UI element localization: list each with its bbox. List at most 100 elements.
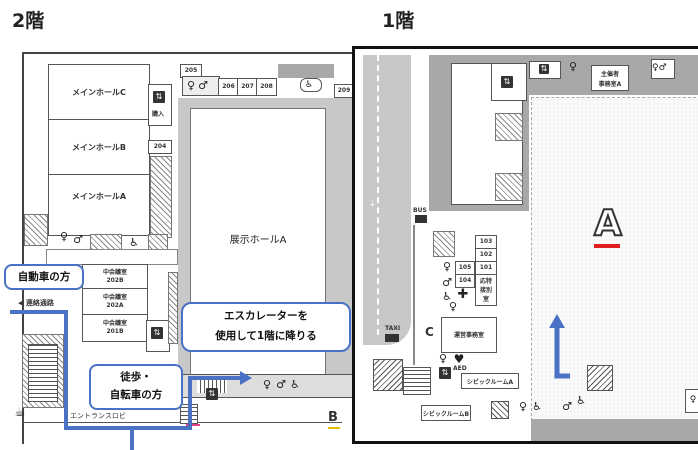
organizer-office-top: 主催者 [600,71,619,78]
hatch-1f-mid [433,231,455,257]
main-hall-c-label: メインホールC [72,88,126,97]
operations-office-label: 運営事務室 [453,332,484,339]
room-104-label: 104 [458,277,472,284]
restroom-icon: ♀ [262,378,272,391]
restroom-se: ♀ [685,389,698,413]
room-207-label: 207 [241,83,254,90]
special-reception-room[interactable]: 応特 接別 室 [475,274,497,306]
escalator-callout: エスカレーターを 使用して1階に降りる [181,302,351,352]
passage-label: ◀ 連絡通路 [18,299,54,307]
roadway [363,55,411,345]
restroom-icon: ♀ [59,230,69,243]
room-103[interactable]: 103 [475,235,497,249]
escalator-callout-line2: 使用して1階に降りる [215,330,317,342]
room-208[interactable]: 208 [256,78,277,96]
route-lines-1f [549,314,570,379]
restroom-icon: ♀ [448,300,458,313]
aed-label: AED [453,365,467,372]
wheelchair-icon: ♿ [576,394,586,407]
entrance-lobby-label: エントランスロビ [70,412,126,420]
civic-room-a[interactable]: シビックルームA [461,373,519,389]
room-206-label: 206 [222,83,235,90]
civic-room-b-label: シビックルームB [422,411,470,418]
restroom-icon: ♂ [73,233,83,246]
walk-callout-line1: 徒歩・ [120,371,152,383]
operations-office[interactable]: 運営事務室 [441,317,497,353]
restroom-icon: ♂ [198,79,208,92]
walk-callout-line2: 自転車の方 [109,389,163,401]
car-callout-text: 自動車の方 [17,271,71,283]
meeting-201b-top: 中会議室 [102,320,127,327]
room-105-label: 105 [458,264,472,271]
elevator-label: 購入 [152,111,165,118]
escalator-1f [373,359,403,391]
cafe-icon: ☕ [14,405,26,419]
meeting-202b-top: 中会議室 [102,269,127,276]
meeting-room-202b[interactable]: 中会議室 202B [82,264,148,290]
meeting-202b-label: 202B [106,277,124,284]
c-marker: C [425,325,434,339]
room-103-label: 103 [479,238,493,245]
hall-a-marker [594,244,620,248]
room-204[interactable]: 204 [148,140,172,154]
escalator-1f-arrival [587,365,613,391]
organizer-office-label: 事務室A [598,81,622,88]
hatch-narrow [168,272,178,344]
hall-a-letter: A [593,203,623,244]
meeting-201b-label: 201B [106,328,124,335]
first-aid-icon: ✚ [457,287,469,302]
elevator-icon: ⇅ [501,76,513,88]
stair-south [491,401,509,419]
wheelchair-icon: ♿ [129,236,139,249]
room-104[interactable]: 104 [455,274,475,288]
main-hall-a[interactable]: メインホールA [48,174,150,236]
wheelchair-icon: ♿ [442,290,452,303]
restroom-icon: ♂ [276,378,286,391]
civic-room-a-label: シビックルームA [466,379,514,386]
escalator-2f [28,344,58,402]
meeting-202a-top: 中会議室 [102,294,127,301]
wheelchair-icon: ♿ [290,378,300,391]
restroom-1f-ne: ♀♂ [651,59,675,79]
reception-mid: 接別 [479,287,492,294]
main-hall-b[interactable]: メインホールB [48,119,150,176]
walk-route-line [130,376,240,450]
reception-bot: 室 [482,296,489,303]
west-hatch [24,214,48,246]
room-204-label: 204 [153,143,167,150]
floor-2-title: 2階 [12,10,45,32]
arrival-arrow-head [549,314,565,328]
exit-b-label: B [328,410,338,425]
west-hatch-1f [495,113,523,141]
room-205-label: 205 [184,67,198,74]
restroom-icon: ♀ [518,400,528,413]
taxi-icon [385,334,399,342]
elevator-area-2: ⇅ [146,320,170,352]
meeting-room-201b[interactable]: 中会議室 201B [82,314,148,342]
floor-1-map: ⇣ BUS TAXI ⇅ ⇅ ♀ 主催者 事務室A ♀♂ A 103 102 1… [352,46,698,444]
exhibit-hall-a-label: 展示ホールA [229,235,287,246]
west-hatch-1f-2 [495,173,523,201]
walk-callout: 徒歩・ 自転車の方 [89,364,183,410]
main-hall-b-label: メインホールB [71,143,127,152]
top-gray-bar [278,64,334,78]
restroom-icon: ♀ [438,352,448,365]
wheelchair-icon: ♿ [304,80,314,90]
north-room-1: ⇅ [529,61,561,79]
restroom-icon: ♀ [689,395,697,405]
exit-b-marker [328,427,340,429]
organizer-office-a[interactable]: 主催者 事務室A [591,65,629,91]
room-101-label: 101 [479,264,493,271]
civic-room-b[interactable]: シビックルームB [421,405,471,421]
elevator-icon: ⇅ [539,64,549,74]
meeting-202a-label: 202A [106,302,124,309]
stair-1f [403,367,431,395]
bus-icon [415,215,427,223]
restroom-icon: ♂ [562,400,572,413]
elevator-icon: ⇅ [151,327,163,339]
restroom-icon: ♀ [568,60,578,73]
floor-1-title: 1階 [382,10,415,32]
route-arrow-head [240,371,252,385]
room-209-label: 209 [337,87,351,94]
room-102-label: 102 [479,251,493,258]
